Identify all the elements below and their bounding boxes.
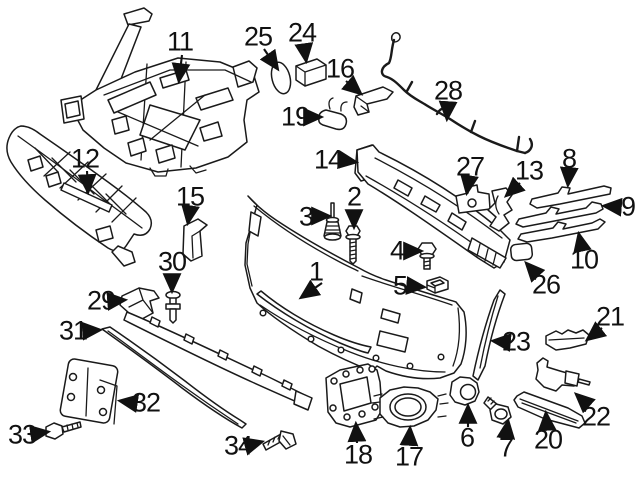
part-34-bolt (262, 430, 297, 451)
part-4-bolt (417, 242, 437, 270)
leader-arrow-8 (559, 166, 579, 189)
callout-19[interactable]: 19 (280, 101, 310, 132)
callout-27[interactable]: 27 (455, 151, 485, 182)
callout-7[interactable]: 7 (498, 432, 514, 463)
part-24-pad (295, 58, 327, 87)
leader-arrow-25 (259, 48, 280, 72)
lower-valance-strip (123, 311, 313, 411)
part-30-push-pin (165, 290, 181, 324)
callout-24[interactable]: 24 (287, 17, 317, 48)
callout-9[interactable]: 9 (620, 191, 636, 222)
part-20-lower-trim (513, 391, 586, 429)
leader-arrows (29, 42, 623, 456)
leader-arrow-29 (106, 291, 129, 311)
callout-32[interactable]: 32 (131, 387, 161, 418)
part-11-radiator-support (60, 7, 260, 177)
leader-arrow-12 (77, 170, 97, 196)
callout-21[interactable]: 21 (595, 301, 625, 332)
part-21-trim (545, 329, 590, 351)
callout-20[interactable]: 20 (533, 424, 563, 455)
leader-arrow-11 (171, 54, 191, 85)
part-7-bolt (483, 396, 512, 425)
leader-arrow-16 (341, 74, 364, 96)
part-16-bracket (353, 86, 394, 116)
leader-arrow-24 (294, 42, 314, 65)
leader-arrow-1 (298, 279, 323, 300)
callout-2[interactable]: 2 (346, 181, 362, 212)
callout-12[interactable]: 12 (70, 143, 100, 174)
leader-arrow-22 (573, 392, 596, 414)
leader-arrow-17 (399, 424, 419, 447)
part-3-push-rivet (323, 202, 342, 241)
callout-23[interactable]: 23 (501, 326, 531, 357)
leader-arrow-33 (29, 425, 52, 444)
leader-arrow-7 (496, 417, 516, 440)
leader-arrow-34 (242, 437, 266, 456)
leader-arrow-9 (600, 197, 623, 217)
part-17-fog-lamp-bezel (371, 386, 449, 428)
callout-25[interactable]: 25 (243, 21, 273, 52)
callout-31[interactable]: 31 (58, 315, 88, 346)
part-23-side-strip (472, 289, 506, 381)
callout-18[interactable]: 18 (343, 439, 373, 470)
part-14-reinforcement (354, 144, 511, 269)
part-33-bolt (45, 421, 82, 440)
part-31-trim-strip (101, 326, 247, 429)
part-25-seal (270, 61, 292, 95)
callout-5[interactable]: 5 (392, 270, 408, 301)
callout-8[interactable]: 8 (561, 143, 577, 174)
leader-arrow-10 (573, 230, 592, 254)
leader-arrow-26 (524, 260, 546, 283)
leader-arrow-15 (181, 203, 200, 227)
callout-11[interactable]: 11 (166, 26, 194, 57)
callout-17[interactable]: 17 (394, 441, 424, 472)
callout-15[interactable]: 15 (175, 181, 205, 212)
leader-arrow-20 (537, 409, 557, 432)
leader-arrow-23 (489, 333, 512, 352)
part-22-bracket (535, 357, 591, 392)
leader-arrow-31 (81, 321, 104, 341)
callout-33[interactable]: 33 (7, 419, 37, 450)
callout-14[interactable]: 14 (313, 144, 343, 175)
part-32-license-bracket (59, 358, 119, 425)
callout-6[interactable]: 6 (459, 422, 475, 453)
callout-26[interactable]: 26 (531, 269, 561, 300)
part-27-bracket (455, 184, 491, 214)
callout-34[interactable]: 34 (223, 430, 253, 461)
part-15-bracket (182, 218, 208, 262)
callout-3[interactable]: 3 (298, 201, 314, 232)
callout-1[interactable]: 1 (308, 256, 324, 287)
callout-10[interactable]: 10 (569, 244, 599, 275)
callout-22[interactable]: 22 (581, 401, 611, 432)
part-1-bumper-cover (244, 195, 467, 380)
callout-29[interactable]: 29 (86, 285, 116, 316)
callout-16[interactable]: 16 (325, 53, 355, 84)
callout-13[interactable]: 13 (514, 155, 544, 186)
leader-arrow-18 (347, 420, 367, 444)
callout-28[interactable]: 28 (433, 75, 463, 106)
part-5-clip-nut (426, 276, 449, 294)
leader-arrow-27 (460, 173, 479, 197)
leader-arrow-32 (116, 394, 140, 413)
part-6-sensor (449, 376, 480, 406)
leader-arrow-28 (438, 100, 458, 123)
leader-arrow-5 (405, 276, 428, 295)
callout-30[interactable]: 30 (157, 246, 187, 277)
leader-arrow-21 (584, 321, 608, 342)
part-9-moulding (515, 201, 604, 228)
part-2-bolt (345, 225, 361, 265)
part-10-moulding (517, 218, 606, 243)
part-26-clip (509, 242, 534, 262)
leader-arrow-14 (337, 150, 360, 169)
leader-arrow-13 (503, 176, 526, 198)
part-19-clip (318, 97, 348, 131)
callout-4[interactable]: 4 (389, 235, 405, 266)
